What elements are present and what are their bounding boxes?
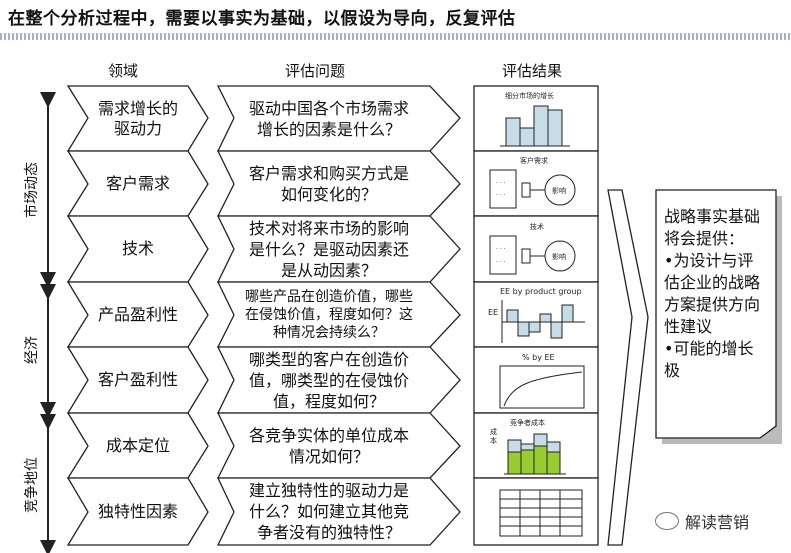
domain-5: 客户盈利性	[97, 370, 178, 389]
question-2: 客户需求和购买方式是 如何变化的？	[248, 163, 409, 204]
header-domain: 领域	[108, 62, 139, 80]
result-6-bars	[504, 433, 566, 475]
result-3-icon: . . . . . .	[489, 235, 576, 275]
domain-1: 需求增长的 驱动力	[97, 98, 178, 138]
header-question: 评估问题	[285, 62, 346, 80]
result-3-circle-label: 影响	[552, 253, 566, 261]
result-1-bar-3	[533, 105, 549, 147]
result-5-caption: % by EE	[522, 353, 555, 362]
watermark: 解读营销	[655, 509, 749, 533]
question-7: 建立独特性的驱动力是 什么？如何建立其他竞 争者没有的独特性？	[248, 481, 409, 542]
result-1-bar-4	[547, 109, 563, 147]
question-6: 各竞争实体的单位成本 情况如何？	[248, 425, 409, 466]
svg-text:. . .: . . .	[496, 178, 506, 185]
svg-text:. . .: . . .	[496, 257, 506, 264]
domain-7: 独特性因素	[97, 501, 178, 521]
result-1-bar-1	[505, 117, 521, 147]
domain-chevron-7	[66, 477, 209, 546]
domain-6: 成本定位	[105, 435, 170, 455]
result-2-caption: 客户需求	[520, 157, 548, 165]
result-6-bar-4-base	[546, 451, 561, 475]
result-box-7	[473, 477, 599, 546]
result-6-bar-1-base	[507, 451, 522, 475]
result-6-bar-2-top	[520, 443, 535, 451]
strategy-box	[655, 189, 777, 439]
result-5-curve	[499, 365, 585, 409]
group-label-competition: 竞争地位	[24, 457, 40, 513]
result-1-caption: 细分市场的增长	[505, 92, 554, 100]
result-4-axis-label: EE	[488, 308, 499, 317]
domain-4: 产品盈利性	[97, 304, 178, 324]
summary-chevron	[607, 189, 649, 546]
result-6-bar-3-base	[533, 445, 548, 475]
page-title: 在整个分析过程中，需要以事实为基础，以假设为导向，反复评估	[8, 9, 516, 29]
result-7-table	[499, 489, 583, 537]
result-2-icon: . . . . . .	[489, 169, 576, 209]
result-2-circle-label: 影响	[552, 187, 566, 195]
header-result: 评估结果	[502, 62, 563, 80]
domain-2: 客户需求	[105, 173, 170, 193]
result-1-bar-2	[519, 127, 535, 147]
question-chevron-7	[216, 477, 461, 546]
svg-text:. . .: . . .	[496, 190, 506, 197]
result-6-bar-4-top	[546, 441, 561, 453]
question-1: 驱动中国各个市场需求 增长的因素是什么？	[248, 98, 409, 139]
result-6-axis-label: 成本	[490, 428, 497, 445]
wechat-icon	[655, 512, 679, 530]
question-4: 哪些产品在创造价值，哪些 在侵蚀价值，程度如何？这 种情况会持续么？	[245, 288, 413, 341]
question-5: 哪类型的客户在创造价 值，哪类型的在侵蚀价 值，程度如何？	[248, 349, 409, 411]
result-4-bars	[501, 300, 585, 343]
question-3: 技术对将来市场的影响 是什么？是驱动因素还 是从动因素？	[248, 218, 409, 280]
svg-text:. . .: . . .	[496, 244, 506, 251]
group-label-economy: 经济	[24, 336, 40, 364]
title-divider	[0, 33, 791, 40]
result-6-bar-1-top	[507, 439, 522, 453]
result-6-bar-2-base	[520, 449, 535, 475]
result-6-bar-3-top	[533, 433, 548, 447]
result-3-caption: 技术	[530, 223, 544, 231]
domain-3: 技术	[121, 239, 154, 258]
result-4-caption: EE by product group	[500, 287, 582, 296]
strategy-text: 战略事实基础 将会提供： •为设计与评估企业的战略方案提供方向性建议 •可能的增…	[664, 207, 761, 380]
result-1-bars	[500, 105, 570, 147]
group-label-market: 市场动态	[24, 162, 40, 218]
result-6-caption: 竞争者成本	[510, 419, 545, 427]
watermark-text: 解读营销	[685, 513, 750, 532]
result-box-4	[473, 281, 599, 348]
